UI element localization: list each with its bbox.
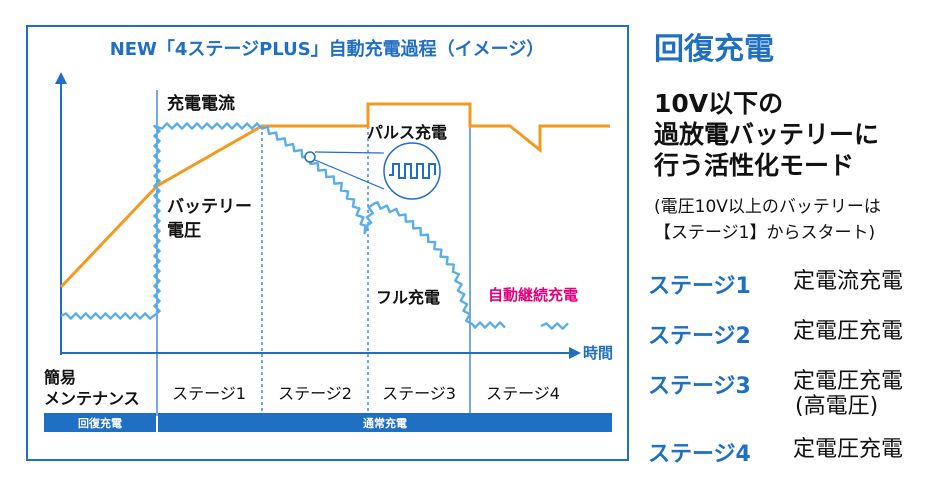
normal-charge-bar <box>158 413 612 432</box>
recovery-mode-title: 回復充電 <box>654 32 774 67</box>
magnifier-connector-lower <box>314 159 385 190</box>
stage4-label: ステージ4 <box>486 384 560 403</box>
y-axis-arrowhead <box>55 72 67 84</box>
axes <box>60 80 572 355</box>
stage2-item: ステージ2 定電圧充電 <box>648 318 943 358</box>
recovery-charge-bar <box>44 413 156 432</box>
auto-continue-label: 自動継続充電 <box>488 286 578 304</box>
battery-voltage-line <box>59 102 610 289</box>
stage1-desc: 定電流充電 <box>793 269 904 294</box>
heading-line: 行う活性化モード <box>654 151 855 180</box>
pulse-magnifier <box>304 142 441 200</box>
stage2-label: ステージ2 <box>278 384 352 403</box>
maintenance-label-line2: メンテナンス <box>44 389 140 408</box>
heading-line: 10V以下の <box>654 89 784 118</box>
stage3-desc: 定電圧充電 (高電圧) <box>793 369 904 419</box>
stage4-name: ステージ4 <box>648 442 751 467</box>
x-axis-arrowhead <box>569 347 581 359</box>
charge-current-line <box>60 122 506 329</box>
stage3-name: ステージ3 <box>648 374 751 399</box>
magnifier-anchor <box>304 151 316 163</box>
stage3-label: ステージ3 <box>382 384 456 403</box>
stage1-name: ステージ1 <box>648 274 751 299</box>
auto-continue-ripple <box>540 322 569 330</box>
stage2-desc: 定電圧充電 <box>793 319 904 344</box>
normal-charge-bar-label: 通常充電 <box>363 416 407 430</box>
pulse-charge-label: パルス充電 <box>367 123 447 142</box>
current-label: 充電電流 <box>167 93 235 114</box>
time-axis-label: 時間 <box>583 344 613 362</box>
stage1-item: ステージ1 定電流充電 <box>648 268 943 308</box>
pulse-waveform <box>389 163 436 179</box>
recovery-mode-note: (電圧10V以上のバッテリーは 【ステージ1】からスタート) <box>654 194 939 246</box>
chart-title: NEW「4ステージPLUS」自動充電過程（イメージ） <box>110 38 545 60</box>
stage4-desc: 定電圧充電 <box>793 437 904 462</box>
maintenance-label-line1: 簡易 <box>43 368 76 387</box>
stage3-item: ステージ3 定電圧充電 (高電圧) <box>648 368 943 424</box>
recovery-charge-bar-label: 回復充電 <box>78 416 122 430</box>
full-charge-label: フル充電 <box>376 288 440 307</box>
note-line: 【ステージ1】からスタート) <box>654 223 876 243</box>
recovery-mode-heading: 10V以下の 過放電バッテリーに 行う活性化モード <box>654 88 934 181</box>
battery-voltage-label-line2: 電圧 <box>167 221 201 241</box>
stage4-item: ステージ4 定電圧充電 <box>648 436 943 476</box>
note-line: (電圧10V以上のバッテリーは <box>654 197 881 217</box>
battery-voltage-label-line1: バッテリー <box>167 197 252 217</box>
magnifier-connector <box>314 151 385 154</box>
recovery-mode-panel: 回復充電 10V以下の 過放電バッテリーに 行う活性化モード (電圧10V以上の… <box>648 0 943 489</box>
heading-line: 過放電バッテリーに <box>654 120 880 149</box>
stage1-label: ステージ1 <box>172 384 246 403</box>
chart-frame <box>26 25 629 461</box>
stage2-name: ステージ2 <box>648 324 751 349</box>
